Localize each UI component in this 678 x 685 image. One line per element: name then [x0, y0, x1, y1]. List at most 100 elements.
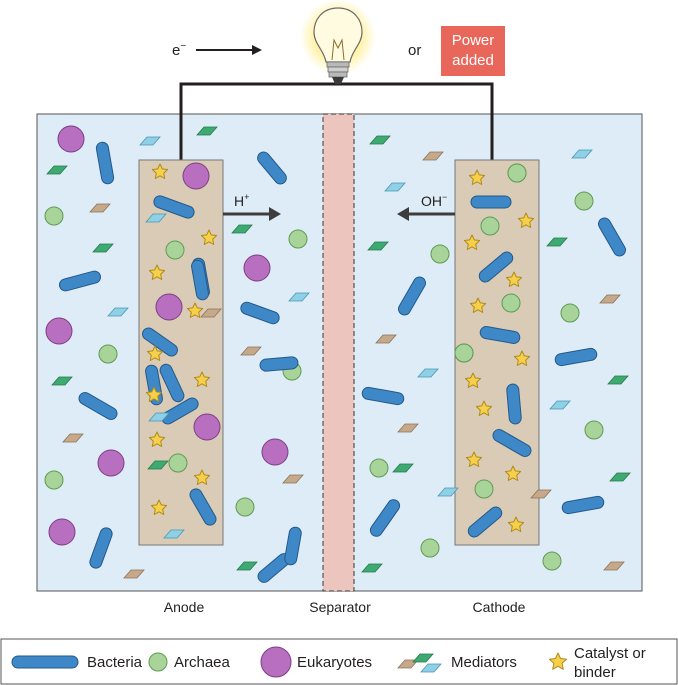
mediator-icon [571, 149, 593, 159]
bacterium-icon [259, 356, 299, 372]
mediator-icon [375, 334, 397, 344]
power-added-box: Power added [441, 26, 505, 76]
separator-label: Separator [309, 599, 371, 615]
mediator-icon [89, 203, 111, 213]
catalyst-icon [200, 229, 218, 245]
bacterium-icon [361, 386, 405, 406]
archaeon-icon [369, 458, 389, 478]
bacterium-icon [95, 141, 115, 185]
electron-label: e− [172, 41, 186, 59]
archaeon-icon [584, 420, 604, 440]
mediator-icon [546, 237, 568, 247]
mediator-icon [240, 346, 262, 356]
mediator-icon [412, 653, 434, 663]
mediator-icon [417, 368, 439, 378]
bacterium-icon [59, 270, 101, 292]
electron-arrowhead [252, 45, 262, 55]
catalyst-icon [463, 234, 481, 250]
catalyst-icon [145, 386, 163, 402]
mediator-icon [236, 561, 258, 571]
catalyst-icon [505, 271, 523, 287]
or-label: or [408, 42, 421, 59]
proton-label: H+ [234, 192, 249, 209]
bacterium-icon [153, 195, 195, 219]
archaeon-icon [168, 453, 188, 473]
bacterium-icon [369, 499, 401, 537]
catalyst-icon [150, 499, 168, 515]
legend-icons [11, 646, 568, 678]
archaeon-icon [420, 538, 440, 558]
archaeon-icon [454, 343, 474, 363]
bacterium-icon [506, 383, 522, 425]
bacterium-icon [284, 526, 302, 566]
mediator-icon [123, 569, 145, 579]
mediator-icon [148, 412, 170, 422]
catalyst-icon [517, 212, 535, 228]
mediator-icon [609, 472, 631, 482]
mediator-icon [607, 375, 629, 385]
eukaryote-icon [193, 413, 221, 441]
mediator-icon [384, 182, 406, 192]
archaeon-icon [560, 303, 580, 323]
mediator-icon [392, 463, 414, 473]
mediator-icon [603, 561, 625, 571]
mediator-icon [231, 224, 253, 234]
catalyst-icon [475, 400, 493, 416]
eukaryote-icon [45, 317, 73, 345]
legend-archaea-label: Archaea [174, 654, 231, 671]
archaeon-icon [165, 240, 185, 260]
eukaryote-icon [261, 438, 289, 466]
bacterium-icon [191, 259, 209, 301]
mediator-icon [422, 151, 444, 161]
mediator-icon [92, 243, 114, 253]
bacterium-icon [561, 495, 605, 515]
catalyst-icon [148, 264, 166, 280]
bacterium-icon [470, 195, 512, 209]
mediator-icon [420, 663, 442, 673]
mediator-icon [437, 487, 459, 497]
mediator-icon [139, 136, 161, 146]
eukaryote-icon [243, 254, 271, 282]
archaeon-icon [507, 163, 527, 183]
legend-eukaryotes-label: Eukaryotes [297, 654, 372, 671]
mediator-icon [147, 460, 169, 470]
archaeon-icon [542, 551, 562, 571]
catalyst-icon [193, 371, 211, 387]
mediator-icon [107, 307, 129, 317]
mediator-icon [549, 400, 571, 410]
archaeon-icon [44, 206, 64, 226]
catalyst-icon [151, 163, 169, 179]
mediator-icon [361, 563, 383, 573]
eukaryote-icon [97, 449, 125, 477]
legend-box [0, 638, 678, 685]
catalyst-icon [504, 465, 522, 481]
catalyst-icon [186, 302, 204, 318]
bacterium-icon [159, 363, 185, 403]
hydroxide-label: OH− [421, 192, 447, 209]
archaeon-icon [480, 216, 500, 236]
bacterium-icon [78, 392, 118, 420]
archaeon-icon [574, 191, 594, 211]
archaeon-icon [288, 229, 308, 249]
mediator-icon [62, 433, 84, 443]
bacterium-icon [467, 506, 503, 538]
eukaryote-icon [155, 293, 183, 321]
mediator-icon [196, 126, 218, 136]
legend-catalyst-label-line2: binder [574, 664, 616, 681]
mediator-icon [46, 165, 68, 175]
catalyst-icon [513, 350, 531, 366]
archaeon-icon [235, 497, 255, 517]
bacterium-icon [479, 326, 521, 344]
bacterium-icon [478, 251, 514, 283]
mediator-icon [200, 308, 222, 318]
catalyst-icon [548, 652, 568, 670]
archaeon-icon [148, 652, 168, 672]
mediator-icon [397, 423, 419, 433]
mediator-icon [51, 376, 73, 386]
bacterium-icon [11, 655, 79, 669]
catalyst-icon [468, 169, 486, 185]
mediator-icon [369, 135, 391, 145]
separator-membrane [322, 113, 355, 592]
catalyst-icon [148, 431, 166, 447]
